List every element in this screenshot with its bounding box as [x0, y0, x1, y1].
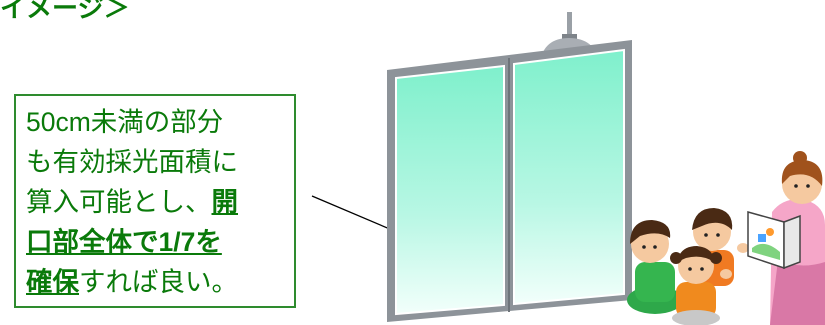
picture-book-icon: [747, 211, 801, 270]
callout-line-2: も有効採光面積に: [26, 147, 238, 177]
callout-box: 50cm未満の部分 も有効採光面積に 算入可能とし、開 口部全体で1/7を 確保…: [14, 94, 296, 308]
callout-line-5-emphasis: 確保: [26, 267, 79, 297]
callout-line-1: 50cm未満の部分: [26, 107, 224, 137]
teacher-illustration: [747, 151, 825, 325]
window-icon: [387, 40, 632, 322]
callout-line-3-emphasis: 開: [211, 187, 239, 217]
callout-line-5-text: すれば良い。: [79, 267, 238, 297]
callout-line-3-text: 算入可能とし、: [26, 187, 212, 217]
section-heading: イメージ＞: [0, 0, 130, 23]
callout-line-3: 算入可能とし、開: [26, 182, 286, 222]
callout-line-4: 口部全体で1/7を: [26, 227, 222, 257]
children-illustration: [627, 208, 749, 325]
child-green: [627, 220, 683, 314]
child-orange-front: [670, 246, 732, 325]
callout-line-5: 確保すれば良い。: [26, 262, 286, 302]
